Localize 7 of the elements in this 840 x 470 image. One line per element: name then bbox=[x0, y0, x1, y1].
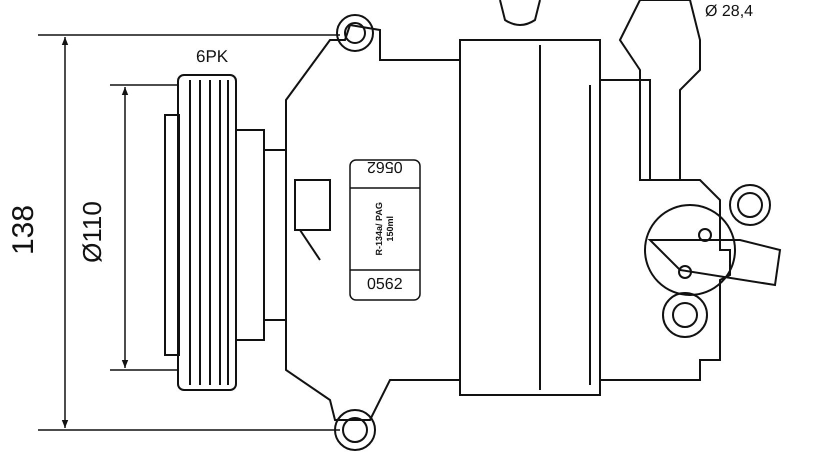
part-number: 0562 bbox=[367, 277, 403, 293]
height-dimension: 138 bbox=[9, 204, 40, 256]
refrigerant-label: R-134a/ PAG 150ml bbox=[374, 201, 396, 258]
belt-profile-label: 6PK bbox=[196, 48, 228, 65]
diameter-dimension: Ø 28,4 bbox=[705, 4, 754, 20]
part-number: 0562 bbox=[367, 158, 403, 174]
pulley-diameter-dimension: Ø110 bbox=[78, 201, 105, 263]
